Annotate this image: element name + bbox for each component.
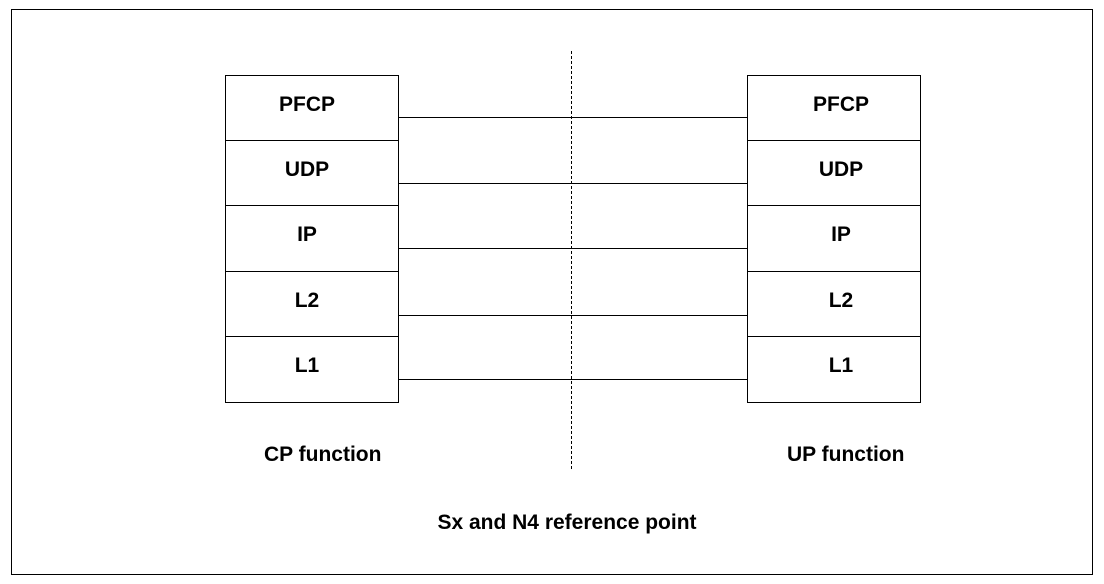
up-function-label: UP function [787,443,905,466]
up-layer-l1: L1 [828,354,854,378]
cp-layer-pfcp: PFCP [226,76,398,142]
connector-udp [399,183,747,184]
cp-function-label: CP function [264,443,382,466]
reference-point-divider [571,51,572,469]
up-layer-l2: L2 [748,272,920,337]
connector-ip [399,248,747,249]
diagram-frame [11,9,1093,575]
cp-protocol-stack: PFCP UDP IP L2 L1 [225,75,399,403]
cp-layer-l1: L1 [294,354,320,378]
diagram-caption: Sx and N4 reference point [437,511,697,534]
up-protocol-stack: PFCP UDP IP L2 L1 [747,75,921,403]
up-layer-udp: UDP [748,141,920,207]
up-layer-pfcp: PFCP [748,76,920,142]
connector-l2 [399,315,747,316]
cp-layer-ip: IP [226,206,398,272]
cp-layer-l2: L2 [226,272,398,337]
connector-pfcp [399,117,747,118]
cp-layer-udp: UDP [226,141,398,207]
connector-l1 [399,379,747,380]
up-layer-ip: IP [748,206,920,272]
